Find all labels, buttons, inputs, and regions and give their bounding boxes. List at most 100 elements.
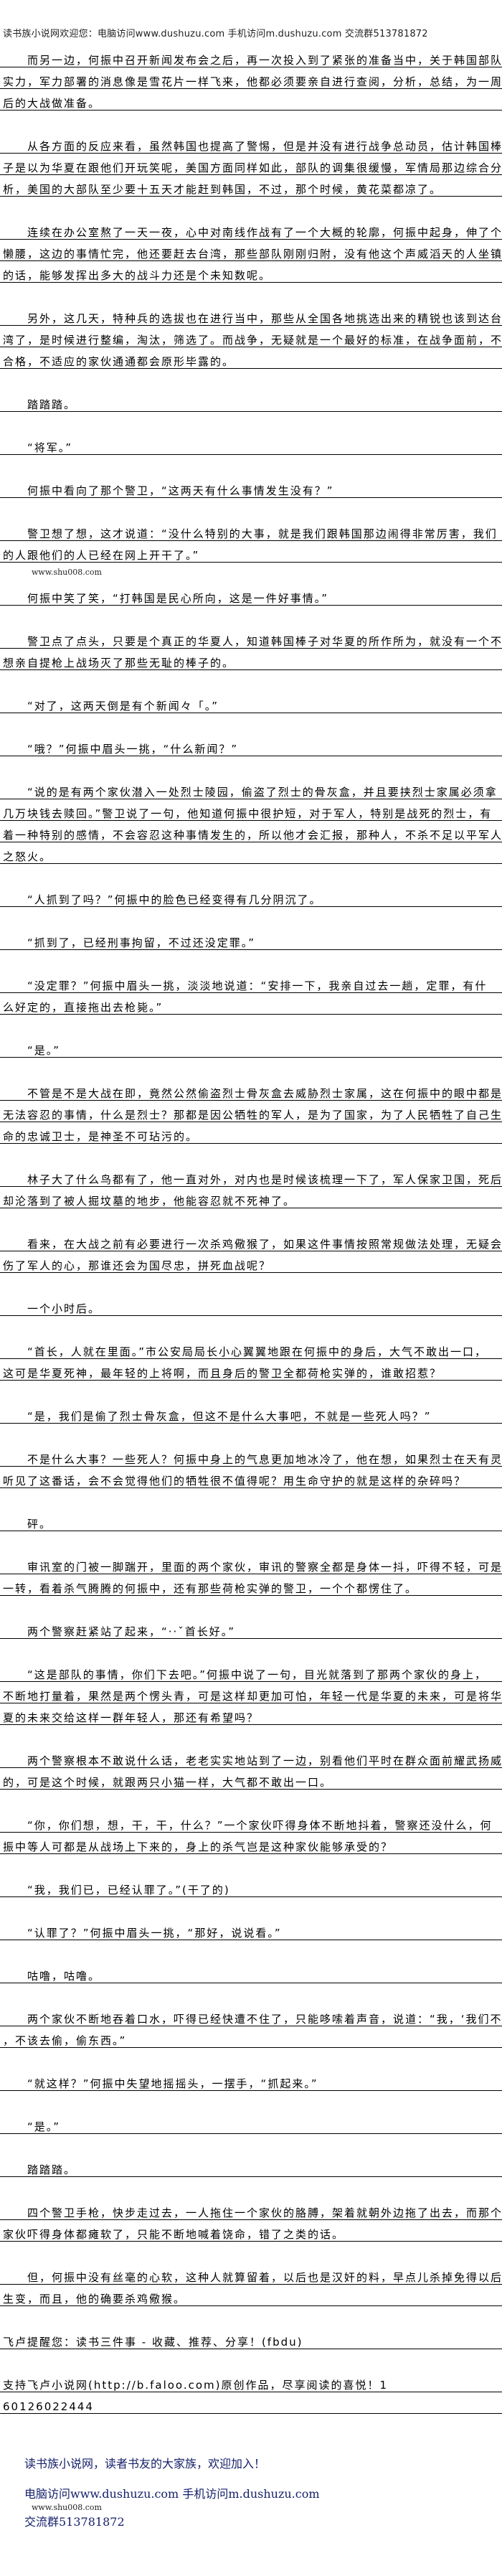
- text-line: 两个家伙不断地吞着口水，吓得已经快遭不住了，只能哆嗦着声音，说道：“我，‘我们不…: [0, 2005, 502, 2026]
- text-line: 一个小时后。: [0, 1294, 502, 1316]
- text-line: 着一种特别的感情，不会容忍这种事情发生的，所以他才会汇报，那种人，不杀不足以平军…: [0, 821, 502, 842]
- text-line: 警卫点了点头，只要是个真正的华夏人，知道韩国棒子对华夏的所作所为，就没有一个不: [0, 627, 502, 649]
- site-footer: 读书族小说网，读者书友的大家族，欢迎加入！ 电脑访问www.dushuzu.co…: [24, 2454, 320, 2529]
- paragraph: 两个警察根本不敢说什么话，老老实实地站到了一边，别看他们平时在群众面前耀武扬威的…: [0, 1747, 502, 1790]
- text-line: 林子大了什么鸟都有了，他一直对外，对内也是时候该梳理一下了，军人保家卫国，死后: [0, 1165, 502, 1187]
- text-line: 后的大战做准备。: [0, 89, 502, 111]
- text-line: “认罪了？”何振中眉头一挑，“那好，说说看。”: [0, 1919, 502, 1940]
- paragraph: “是。”: [0, 2112, 502, 2134]
- paragraph: 一个小时后。: [0, 1294, 502, 1316]
- text-line: “是，我们是偷了烈士骨灰盒，但这不是什么大事吧，不就是一些死人吗？”: [0, 1402, 502, 1424]
- text-line: 之怒火。: [0, 842, 502, 864]
- text-line: 60126022444: [0, 2392, 502, 2414]
- paragraph: “哦？”何振中眉头一挑，“什么新闻？”: [0, 735, 502, 756]
- text-line: 踏踏踏。: [0, 390, 502, 412]
- text-line: 不断地打量着，果然是两个愣头青，可是这样却更加可怕，年轻一代是华夏的未来，可是将…: [0, 1682, 502, 1703]
- text-line: 却沦落到了被人掘坟墓的地步，他能容忍就不死神了。: [0, 1187, 502, 1208]
- text-line: 夏的未来交给这样一群年轻人，那还有希望吗？: [0, 1703, 502, 1725]
- text-line: 但，何振中没有丝毫的心软，这种人就算留着，以后也是汉奸的料，早点儿杀掉免得以后: [0, 2263, 502, 2285]
- text-line: 警卫想了想，这才说道：“没什么特别的大事，就是我们跟韩国那边闹得非常厉害，我们: [0, 520, 502, 541]
- paragraph: 咕噜，咕噜。: [0, 1962, 502, 1983]
- paragraph: 警卫点了点头，只要是个真正的华夏人，知道韩国棒子对华夏的所作所为，就没有一个不想…: [0, 627, 502, 670]
- text-line: 的人跟他们的人已经在网上开干了。”: [0, 541, 502, 563]
- text-line: “这是部队的事情，你们下去吧。”何振中说了一句，目光就落到了那两个家伙的身上，: [0, 1660, 502, 1682]
- footer-group: 交流群513781872: [24, 2515, 125, 2529]
- paragraph: 不管是不是大战在即，竟然公然偷盗烈士骨灰盒去威胁烈士家属，这在何振中的眼中都是无…: [0, 1079, 502, 1144]
- paragraph: “认罪了？”何振中眉头一挑，“那好，说说看。”: [0, 1919, 502, 1940]
- text-line: 而另一边，何振中召开新闻发布会之后，再一次投入到了紧张的准备当中，关于韩国部队: [0, 46, 502, 67]
- text-line: 懒腰，这边的事情忙完，他还要赶去台湾，那些部队刚刚归附，没有他这个声威滔天的人坐…: [0, 240, 502, 261]
- text-line: 看来，在大战之前有必要进行一次杀鸡儆猴了，如果这件事情按照常规做法处理，无疑会: [0, 1230, 502, 1251]
- paragraph: 何振中笑了笑，“打韩国是民心所向，这是一件好事情。”: [0, 584, 502, 606]
- text-line: 无法容忍的事情，什么是烈士？那都是因公牺牲的军人，是为了国家，为了人民牺牲了自己…: [0, 1101, 502, 1122]
- text-line: “将军。”: [0, 433, 502, 455]
- footer-slogan: 读书族小说网，读者书友的大家族，欢迎加入！: [24, 2457, 266, 2471]
- text-line: 从各方面的反应来看，虽然韩国也提高了警惕，但是并没有进行战争总动员，估计韩国棒: [0, 132, 502, 154]
- paragraph: 四个警卫手枪，快步走过去，一人拖住一个家伙的胳膊，架着就朝外边拖了出去，而那个家…: [0, 2199, 502, 2242]
- paragraph: 但，何振中没有丝毫的心软，这种人就算留着，以后也是汉奸的料，早点儿杀掉免得以后生…: [0, 2263, 502, 2306]
- watermark: www.shu008.com: [32, 568, 102, 577]
- paragraph: 而另一边，何振中召开新闻发布会之后，再一次投入到了紧张的准备当中，关于韩国部队实…: [0, 46, 502, 111]
- paragraph: 两个警察赶紧站了起来，“··ˇ首长好。”: [0, 1617, 502, 1639]
- text-line: 湾了，是时候进行整编，淘汰，筛选了。而战争，无疑就是一个最好的标准，在战争面前，…: [0, 326, 502, 347]
- text-line: 何振中看向了那个警卫，“这两天有什么事情发生没有？”: [0, 476, 502, 498]
- text-line: 生变，而且，他的确要杀鸡儆猴。: [0, 2285, 502, 2306]
- paragraph: “抓到了，已经刑事拘留，不过还没定罪。”: [0, 929, 502, 950]
- paragraph: “你，你们想，想，干，干，什么？”一个家伙吓得身体不断地抖着，警察还没什么，何振…: [0, 1811, 502, 1854]
- text-line: “人抓到了吗？”何振中的脸色已经变得有几分阴沉了。: [0, 885, 502, 907]
- footer-access-links[interactable]: 电脑访问www.dushuzu.com 手机访问m.dushuzu.com: [24, 2487, 320, 2501]
- paragraph: 何振中看向了那个警卫，“这两天有什么事情发生没有？”: [0, 476, 502, 498]
- text-line: “说的是有两个家伙潜入一处烈士陵园，偷盗了烈士的骨灰盒，并且要挟烈士家属必须拿: [0, 778, 502, 799]
- paragraph: 连续在办公室熬了一天一夜，心中对南线作战有了一个大概的轮廓，何振中起身，伸了个懒…: [0, 218, 502, 283]
- text-line: “是。”: [0, 2112, 502, 2134]
- text-line: 的话，能够发挥出多大的战斗力还是个未知数呢。: [0, 261, 502, 283]
- text-line: “抓到了，已经刑事拘留，不过还没定罪。”: [0, 929, 502, 950]
- text-line: “就这样？”何振中失望地摇摇头，一摆手，“抓起来。”: [0, 2069, 502, 2091]
- text-line: 不管是不是大战在即，竟然公然偷盗烈士骨灰盒去威胁烈士家属，这在何振中的眼中都是: [0, 1079, 502, 1101]
- paragraph: “这是部队的事情，你们下去吧。”何振中说了一句，目光就落到了那两个家伙的身上，不…: [0, 1660, 502, 1725]
- text-line: “是。”: [0, 1036, 502, 1058]
- text-line: 子是以为华夏在跟他们开玩笑呢，美国方面同样如此，部队的调集很缓慢，军情局那边综合…: [0, 154, 502, 175]
- text-line: 两个警察赶紧站了起来，“··ˇ首长好。”: [0, 1617, 502, 1639]
- paragraph: 看来，在大战之前有必要进行一次杀鸡儆猴了，如果这件事情按照常规做法处理，无疑会伤…: [0, 1230, 502, 1273]
- text-line: 两个警察根本不敢说什么话，老老实实地站到了一边，别看他们平时在群众面前耀武扬威: [0, 1747, 502, 1768]
- paragraph: “将军。”: [0, 433, 502, 455]
- paragraph: 另外，这几天，特种兵的选拔也在进行当中，那些从全国各地挑选出来的精锐也该到达台湾…: [0, 304, 502, 369]
- text-line: 飞卢提醒您：读书三件事 - 收藏、推荐、分享！(fbdu): [0, 2328, 502, 2349]
- text-line: 伤了军人的心，那谁还会为国尽忠，拼死血战呢？: [0, 1251, 502, 1273]
- text-line: 析，美国的大部队至少要十五天才能赶到韩国，不过，那个时候，黄花菜都凉了。: [0, 175, 502, 197]
- paragraph: 飞卢提醒您：读书三件事 - 收藏、推荐、分享！(fbdu): [0, 2328, 502, 2349]
- text-line: “对了，这两天倒是有个新闻々「。”: [0, 692, 502, 713]
- paragraph: “是。”: [0, 1036, 502, 1058]
- paragraph: “对了，这两天倒是有个新闻々「。”: [0, 692, 502, 713]
- text-line: 么好定的，直接拖出去枪毙。”: [0, 993, 502, 1015]
- chapter-body: 而另一边，何振中召开新闻发布会之后，再一次投入到了紧张的准备当中，关于韩国部队实…: [0, 46, 502, 2435]
- text-line: “我，我们已，已经认罪了。”(干了的): [0, 1876, 502, 1897]
- text-line: 支持飞卢小说网(http://b.faloo.com)原创作品，尽享阅读的喜悦！…: [0, 2371, 502, 2392]
- text-line: 不是什么大事？一些死人？何振中身上的气息更加地冰冷了，他在想，如果烈士在天有灵: [0, 1445, 502, 1467]
- text-line: 想亲自提枪上战场灭了那些无耻的棒子的。: [0, 649, 502, 670]
- text-line: 几万块钱去赎回。”警卫说了一句，他知道何振中很护短，对于军人，特别是战死的烈士，…: [0, 799, 502, 821]
- text-line: 另外，这几天，特种兵的选拔也在进行当中，那些从全国各地挑选出来的精锐也该到达台: [0, 304, 502, 326]
- text-line: “没定罪？”何振中眉头一挑，淡淡地说道：“安排一下，我亲自过去一趟，定罪，有什: [0, 972, 502, 993]
- paragraph: “是，我们是偷了烈士骨灰盒，但这不是什么大事吧，不就是一些死人吗？”: [0, 1402, 502, 1424]
- paragraph: “没定罪？”何振中眉头一挑，淡淡地说道：“安排一下，我亲自过去一趟，定罪，有什么…: [0, 972, 502, 1015]
- paragraph: 警卫想了想，这才说道：“没什么特别的大事，就是我们跟韩国那边闹得非常厉害，我们的…: [0, 520, 502, 563]
- text-line: 这可是华夏死神，最年轻的上将啊，而且身后的警卫全都荷枪实弹的，谁敢招惹？: [0, 1359, 502, 1381]
- text-line: 听见了这番话，会不会觉得他们的牺牲很不值得呢？用生命守护的就是这样的杂碎吗？: [0, 1467, 502, 1488]
- paragraph: 两个家伙不断地吞着口水，吓得已经快遭不住了，只能哆嗦着声音，说道：“我，‘我们不…: [0, 2005, 502, 2048]
- footer-watermark: www.shu008.com: [32, 2503, 102, 2512]
- paragraph: 审讯室的门被一脚踹开，里面的两个家伙，审讯的警察全都是身体一抖，吓得不轻，可是一…: [0, 1553, 502, 1596]
- text-line: ，不该去偷，偷东西。”: [0, 2026, 502, 2048]
- paragraph: 支持飞卢小说网(http://b.faloo.com)原创作品，尽享阅读的喜悦！…: [0, 2371, 502, 2414]
- text-line: 一转，看着杀气腾腾的何振中，还有那些荷枪实弹的警卫，一个个都愣住了。: [0, 1574, 502, 1596]
- text-line: 振中等人可都是从战场上下来的，身上的杀气岂是这种家伙能够承受的？: [0, 1833, 502, 1854]
- paragraph: “说的是有两个家伙潜入一处烈士陵园，偷盗了烈士的骨灰盒，并且要挟烈士家属必须拿几…: [0, 778, 502, 864]
- text-line: 实力，军力部署的消息像是雪花片一样飞来，他都必须要亲自进行查阅，分析，总结，为一…: [0, 67, 502, 89]
- paragraph: 踏踏踏。: [0, 2156, 502, 2177]
- text-line: 的，可是这个时候，就跟两只小猫一样，大气都不敢出一口。: [0, 1768, 502, 1790]
- paragraph: 不是什么大事？一些死人？何振中身上的气息更加地冰冷了，他在想，如果烈士在天有灵听…: [0, 1445, 502, 1488]
- paragraph: 从各方面的反应来看，虽然韩国也提高了警惕，但是并没有进行战争总动员，估计韩国棒子…: [0, 132, 502, 197]
- text-line: 踏踏踏。: [0, 2156, 502, 2177]
- text-line: 家伙吓得身体都瘫软了，只能不断地喊着饶命，错了之类的话。: [0, 2220, 502, 2242]
